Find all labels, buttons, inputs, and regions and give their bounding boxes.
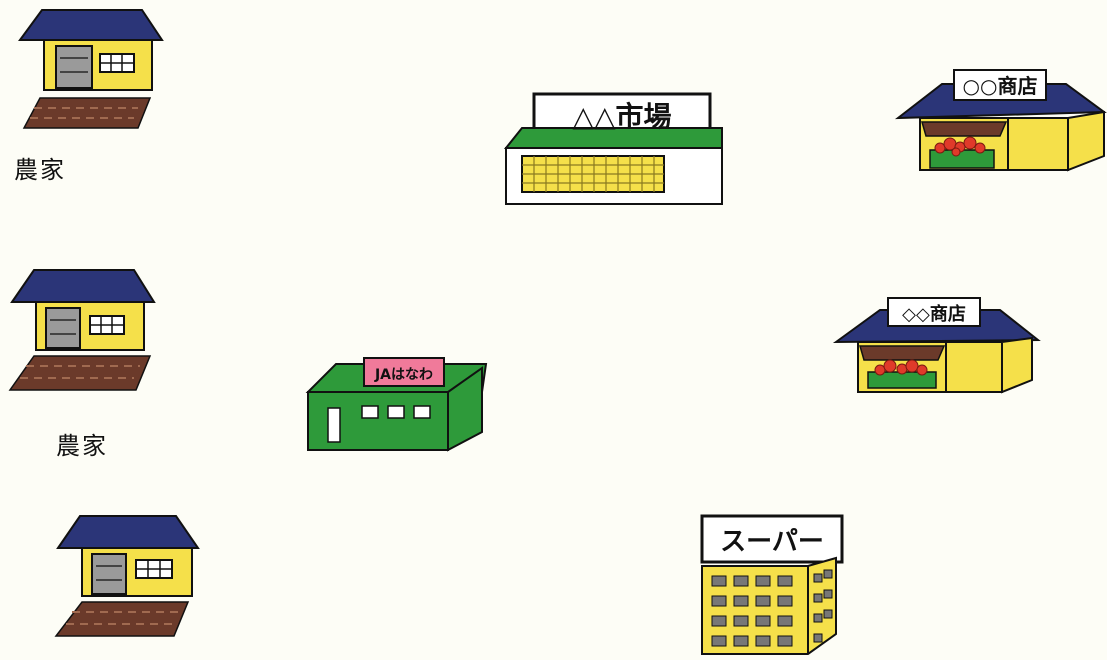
shop-maru-sign: ○○商店: [963, 74, 1038, 98]
market-building: △△市場: [503, 92, 726, 208]
shop-diamond: ◇◇商店: [832, 296, 1041, 396]
farmhouse-3: [54, 514, 201, 639]
ja-building: JAはなわ: [305, 356, 488, 454]
shop-maru: ○○商店: [894, 66, 1107, 174]
farmhouse-icon: [54, 515, 200, 637]
farmhouse-icon: [18, 9, 164, 129]
farmhouse-1: [18, 8, 165, 133]
farm-label-2: 農家: [56, 432, 108, 460]
supermarket-icon: スーパー: [700, 514, 844, 655]
supermarket-sign: スーパー: [720, 527, 824, 557]
market-icon: △△市場: [503, 92, 723, 205]
ja-icon: JAはなわ: [305, 357, 488, 452]
farm-label-1: 農家: [14, 156, 66, 184]
supermarket-building: スーパー: [698, 514, 844, 658]
shop-icon: ◇◇商店: [832, 297, 1041, 394]
farmhouse-icon: [8, 269, 156, 391]
farmhouse-2: [8, 268, 156, 393]
shop-diamond-sign: ◇◇商店: [902, 303, 966, 325]
shop-icon: ○○商店: [894, 69, 1107, 172]
ja-sign: JAはなわ: [374, 367, 433, 383]
market-sign: △△市場: [572, 100, 671, 133]
